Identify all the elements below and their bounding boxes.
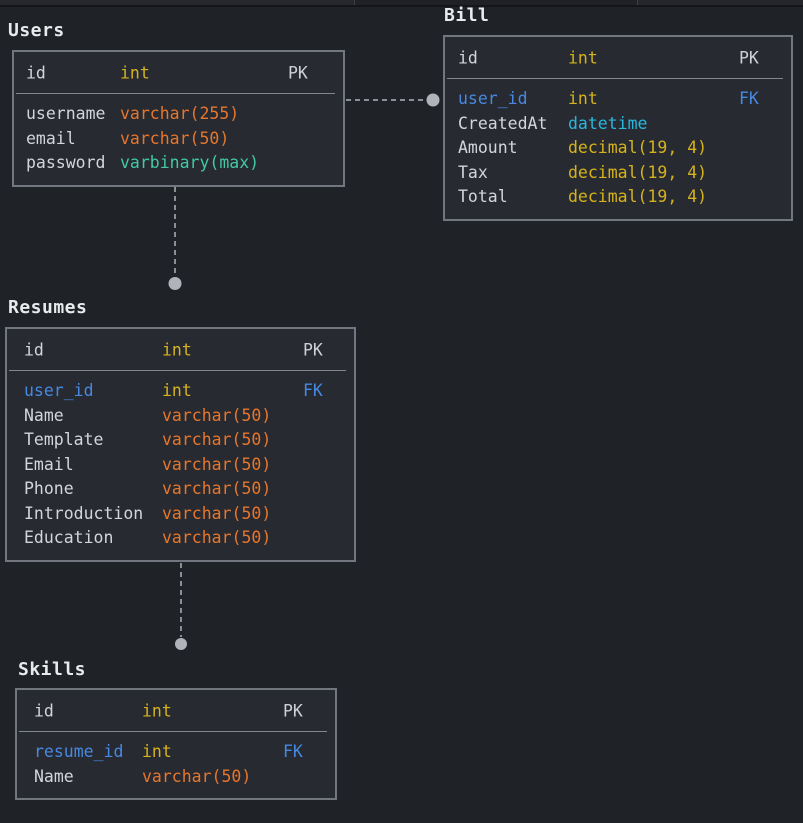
column-type: datetime [568,113,648,133]
column-key-badge: FK [739,89,759,108]
table-header-row: id int PK [14,52,343,93]
relationship-endpoint-circle [175,638,187,650]
column-name: email [26,128,76,148]
table-header-row: id int PK [445,37,791,78]
column-name: username [26,104,106,123]
column-row: Phone varchar(50) [7,477,354,502]
column-row: username varchar(255) [14,102,343,127]
column-type: int [568,48,598,67]
column-row: Name varchar(50) [17,765,335,790]
tab-strip-divider [637,0,638,5]
column-type: int [142,701,172,720]
column-type: int [162,381,192,400]
column-name: Email [24,454,74,474]
column-row: user_id int FK [7,379,354,404]
column-key-badge: PK [739,48,759,67]
column-name: password [26,153,106,172]
column-type: varchar(50) [162,479,272,498]
tab-strip-segment [637,0,803,5]
relationship-users-bill [346,93,440,107]
header-separator [9,370,346,371]
column-name: Total [458,187,508,206]
column-name: Amount [458,138,518,157]
column-name: Phone [24,479,74,498]
column-key-badge: PK [303,340,323,359]
table-body: resume_id int FK Name varchar(50) [17,732,335,798]
tab-strip-segment [354,0,637,5]
table-header-row: id int PK [17,690,335,731]
relationship-endpoint-circle [426,93,440,107]
column-name: Name [24,405,64,425]
table-title-skills: Skills [18,659,87,680]
top-tab-strip [0,0,803,7]
column-name: id [34,701,54,720]
table-header-row: id int PK [7,329,354,370]
relationship-endpoint-circle [168,277,182,290]
column-type: varchar(50) [162,454,272,474]
column-type: varchar(50) [120,128,230,148]
table-title-bill: Bill [444,5,490,26]
column-type: decimal(19, 4) [568,138,708,157]
column-row: email varchar(50) [14,127,343,152]
header-separator [16,93,335,94]
column-name: Introduction [24,503,144,523]
relationship-resumes-skills [175,563,187,650]
column-row: Amount decimal(19, 4) [445,136,791,161]
table-body: username varchar(255) email varchar(50) pass… [14,94,343,185]
column-name: CreatedAt [458,113,548,133]
column-type: int [162,340,192,359]
column-name: id [458,48,478,67]
table-body: user_id int FK Name varchar(50) Template varch… [7,371,354,560]
column-key-badge: PK [283,701,303,720]
column-type: varchar(50) [162,528,272,547]
column-row: Tax decimal(19, 4) [445,161,791,186]
relationship-users-resumes [168,187,182,290]
header-separator [447,78,783,79]
tab-strip-underline [0,5,803,7]
column-type: varchar(50) [162,430,272,449]
column-name: id [24,340,44,359]
table-title-resumes: Resumes [8,297,88,318]
column-type: decimal(19, 4) [568,187,708,206]
column-row: user_id int FK [445,87,791,112]
column-row: Email varchar(50) [7,453,354,478]
column-type: varchar(50) [162,503,272,523]
column-name: user_id [458,89,528,108]
column-type: varchar(50) [142,766,252,786]
column-type: decimal(19, 4) [568,162,708,182]
column-name: user_id [24,381,94,400]
column-name: id [26,63,46,82]
column-type: int [568,89,598,108]
column-name: resume_id [34,742,124,761]
column-row: Template varchar(50) [7,428,354,453]
table-users[interactable]: id int PK username varchar(255) email varch… [12,50,345,187]
column-type: int [120,63,150,82]
column-type: varchar(255) [120,104,240,123]
column-row: Name varchar(50) [7,404,354,429]
header-separator [19,731,327,732]
column-name: Template [24,430,104,449]
column-row: Total decimal(19, 4) [445,185,791,210]
tab-strip-segment [0,0,354,5]
table-title-users: Users [8,20,65,41]
column-name: Education [24,528,114,547]
column-row: Education varchar(50) [7,526,354,551]
tab-strip-divider [354,0,355,5]
column-row: CreatedAt datetime [445,112,791,137]
column-type: varbinary(max) [120,153,260,172]
column-name: Tax [458,162,488,182]
column-row: Introduction varchar(50) [7,502,354,527]
column-row: resume_id int FK [17,740,335,765]
column-key-badge: FK [303,381,323,400]
column-key-badge: FK [283,742,303,761]
column-row: password varbinary(max) [14,151,343,176]
column-key-badge: PK [288,63,308,82]
column-name: Name [34,766,74,786]
column-type: varchar(50) [162,405,272,425]
column-type: int [142,742,172,761]
